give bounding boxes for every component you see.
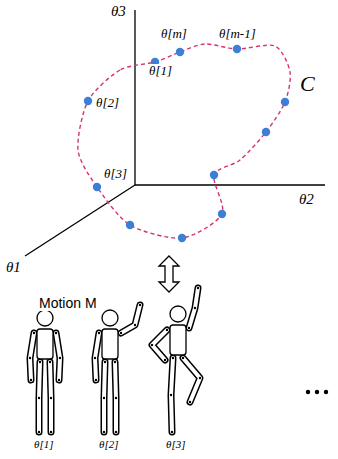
joint xyxy=(49,361,51,363)
limb-outline xyxy=(95,333,99,380)
joint xyxy=(120,332,122,334)
joint xyxy=(164,359,166,361)
limb-outline xyxy=(56,333,60,380)
pose-point xyxy=(262,128,270,136)
axes xyxy=(25,10,325,256)
limb-outline xyxy=(121,305,140,333)
joint xyxy=(139,304,141,306)
joint xyxy=(114,361,116,363)
limb-outline xyxy=(152,330,167,360)
ellipsis xyxy=(306,390,328,394)
joint xyxy=(182,357,184,359)
joint xyxy=(33,332,35,334)
joint xyxy=(199,377,201,379)
head xyxy=(37,310,53,326)
ellipsis-dot xyxy=(306,390,310,394)
joint xyxy=(151,344,153,346)
ellipsis-dot xyxy=(324,390,328,394)
pose-point xyxy=(281,98,289,106)
theta3-axis xyxy=(134,10,135,185)
joint xyxy=(166,329,168,331)
pose-point xyxy=(218,210,226,218)
limb-outline xyxy=(183,358,200,402)
joint xyxy=(104,361,106,363)
joint xyxy=(39,361,41,363)
figure-label: θ[2] xyxy=(98,438,119,450)
axis-label: θ3 xyxy=(110,3,127,20)
pose-point xyxy=(126,221,134,229)
pose-point xyxy=(176,48,184,56)
joint xyxy=(194,307,196,309)
limb-fill xyxy=(30,333,34,380)
theta2-axis xyxy=(135,184,325,185)
joint xyxy=(95,379,97,381)
figure-label: θ[3] xyxy=(165,438,186,450)
pose-point xyxy=(93,183,101,191)
closed-curve xyxy=(78,44,290,238)
axis-label: θ2 xyxy=(298,191,315,208)
curve-label: C xyxy=(299,72,316,96)
limb-outline xyxy=(30,333,34,380)
point-label: θ[m] xyxy=(160,27,188,41)
torso xyxy=(170,325,186,355)
limb-fill xyxy=(189,288,198,328)
joint xyxy=(170,394,172,396)
double-arrow-shape xyxy=(159,256,179,292)
head xyxy=(102,310,118,326)
pose-point xyxy=(178,234,186,242)
joint xyxy=(134,324,136,326)
joint xyxy=(98,332,100,334)
point-label: θ[1] xyxy=(148,64,173,78)
pose-point xyxy=(210,171,218,179)
joint xyxy=(29,357,31,359)
point-label: θ[3] xyxy=(103,167,128,181)
curve-layer xyxy=(78,44,290,242)
motion-label: Motion M xyxy=(38,296,98,311)
theta1-axis xyxy=(25,185,135,256)
stick-figure xyxy=(29,310,61,433)
joint xyxy=(115,431,117,433)
joint xyxy=(115,397,117,399)
point-label: θ[m-1] xyxy=(218,27,257,41)
joint xyxy=(171,431,173,433)
joint xyxy=(188,327,190,329)
joint xyxy=(55,332,57,334)
joint xyxy=(189,401,191,403)
pose-point xyxy=(233,45,241,53)
joint xyxy=(103,397,105,399)
joint xyxy=(38,431,40,433)
pose-point xyxy=(84,97,92,105)
axis-label: θ1 xyxy=(5,259,22,276)
joint xyxy=(58,379,60,381)
point-label: θ[2] xyxy=(95,96,120,110)
joint xyxy=(38,397,40,399)
head xyxy=(170,306,186,322)
figure-label: θ[1] xyxy=(33,438,54,450)
joint xyxy=(50,397,52,399)
ellipsis-dot xyxy=(315,390,319,394)
joint xyxy=(50,431,52,433)
joint xyxy=(59,357,61,359)
stick-figure xyxy=(151,287,201,433)
stick-figure xyxy=(94,304,141,433)
torso xyxy=(102,329,118,359)
double-arrow xyxy=(159,256,179,292)
joint xyxy=(103,431,105,433)
limb-fill xyxy=(152,330,167,360)
limb-fill xyxy=(183,358,200,402)
limb-outline xyxy=(189,288,198,328)
joint xyxy=(94,357,96,359)
torso xyxy=(37,329,53,359)
joint xyxy=(30,379,32,381)
limb-fill xyxy=(121,305,140,333)
joint xyxy=(172,357,174,359)
limb-fill xyxy=(56,333,60,380)
limb-fill xyxy=(95,333,99,380)
stick-figures xyxy=(29,287,201,433)
joint xyxy=(197,287,199,289)
